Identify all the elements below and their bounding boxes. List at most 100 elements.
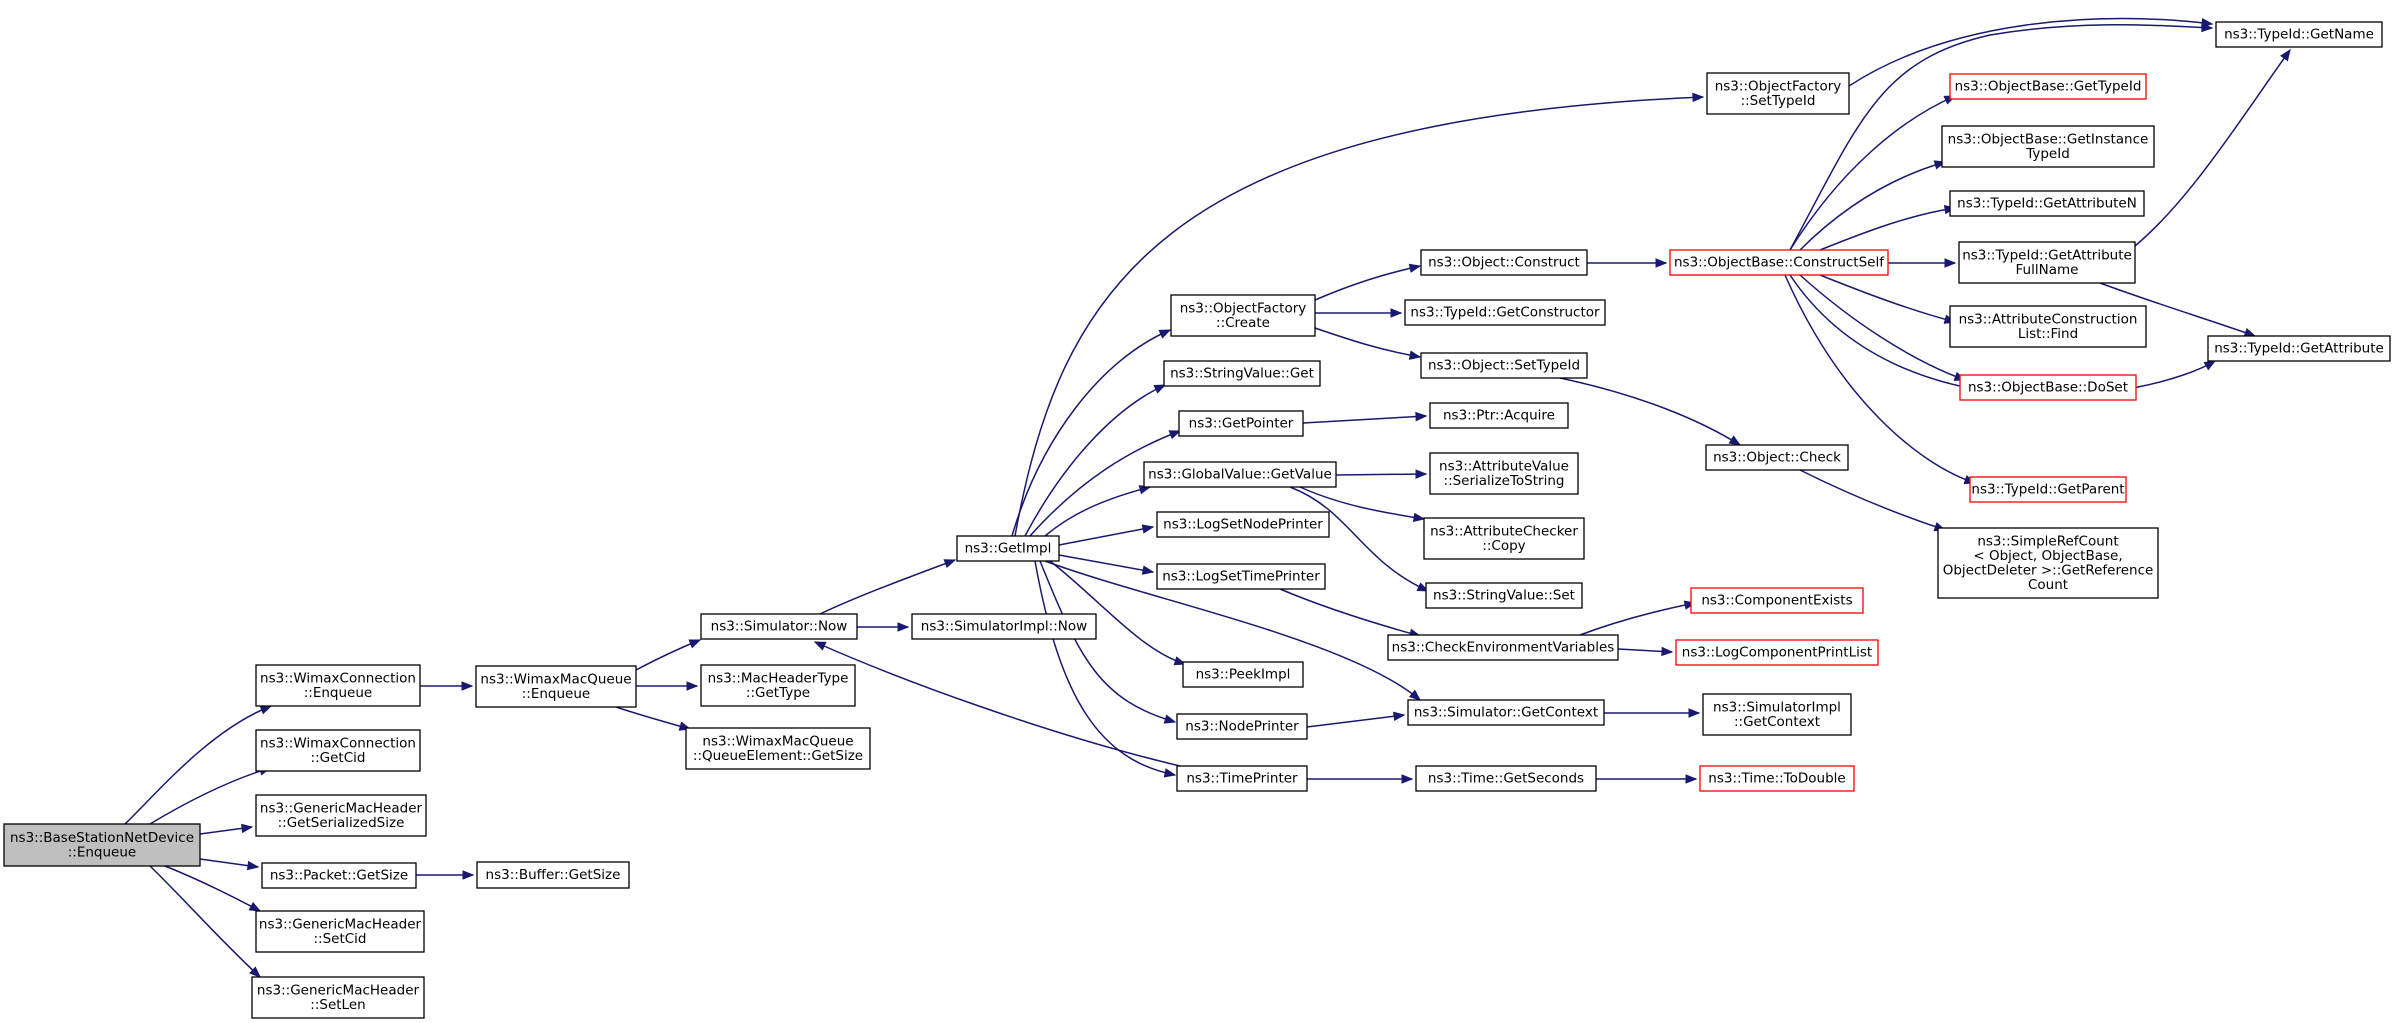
edge-arrowhead <box>686 681 699 691</box>
edge-line <box>1279 588 1421 637</box>
node-obj-check[interactable]: ns3::Object::Check <box>1705 444 1849 471</box>
edge-arrowhead <box>241 823 254 834</box>
node-buf-size[interactable]: ns3::Buffer::GetSize <box>476 861 630 889</box>
node-label: ns3::Simulator::Now <box>711 619 848 635</box>
edge-arrowhead <box>1163 768 1177 778</box>
node-simimpl-getctx[interactable]: ns3::SimulatorImpl::GetContext <box>1702 693 1852 736</box>
node-tid-getattr[interactable]: ns3::TypeId::GetAttribute <box>2207 335 2391 362</box>
node-time-getsec[interactable]: ns3::Time::GetSeconds <box>1415 765 1597 792</box>
call-edge-getimpl-to-lsnp <box>1058 524 1155 546</box>
node-wc-cid[interactable]: ns3::WimaxConnection::GetCid <box>255 729 421 772</box>
node-sv-set[interactable]: ns3::StringValue::Set <box>1425 582 1583 609</box>
call-edge-getimpl-to-of_create <box>1011 329 1172 537</box>
node-label: ns3::WimaxConnection <box>260 670 416 686</box>
node-peekimpl[interactable]: ns3::PeekImpl <box>1182 661 1304 688</box>
node-label: ns3::Simulator::GetContext <box>1414 705 1598 721</box>
call-edge-nodeprinter-to-sim_getctx <box>1306 711 1406 728</box>
node-getimpl[interactable]: ns3::GetImpl <box>956 535 1060 562</box>
node-of-create[interactable]: ns3::ObjectFactory::Create <box>1170 294 1316 337</box>
node-lsnp[interactable]: ns3::LogSetNodePrinter <box>1156 511 1330 538</box>
node-box <box>475 665 637 708</box>
call-edge-getimpl-to-lstp <box>1058 554 1155 575</box>
call-edge-getimpl-to-nodeprinter <box>1039 560 1177 724</box>
edge-line <box>1049 560 1186 665</box>
node-checkenv[interactable]: ns3::CheckEnvironmentVariables <box>1387 634 1619 661</box>
node-time-todouble[interactable]: ns3::Time::ToDouble <box>1699 765 1855 792</box>
node-simimpl-now[interactable]: ns3::SimulatorImpl::Now <box>911 613 1097 640</box>
node-box <box>1420 352 1588 379</box>
node-lstp[interactable]: ns3::LogSetTimePrinter <box>1156 563 1326 590</box>
node-tid-getctor[interactable]: ns3::TypeId::GetConstructor <box>1404 299 1606 326</box>
node-ac-copy[interactable]: ns3::AttributeChecker::Copy <box>1423 517 1585 560</box>
node-label: FullName <box>2016 262 2079 278</box>
node-getpointer[interactable]: ns3::GetPointer <box>1178 410 1304 437</box>
node-wmq-enq[interactable]: ns3::WimaxMacQueue::Enqueue <box>475 665 637 708</box>
edge-line <box>1848 17 2213 87</box>
node-logcompprint[interactable]: ns3::LogComponentPrintList <box>1675 639 1879 666</box>
node-nodeprinter[interactable]: ns3::NodePrinter <box>1176 713 1308 740</box>
call-edge-getimpl-to-getpointer <box>1029 430 1182 537</box>
edge-arrowhead <box>1692 92 1705 103</box>
call-edge-getimpl-to-gv_getvalue <box>1044 485 1152 537</box>
node-srefcount[interactable]: ns3::SimpleRefCount< Object, ObjectBase,… <box>1937 527 2159 599</box>
node-ptr-acquire[interactable]: ns3::Ptr::Acquire <box>1429 402 1569 429</box>
node-tid-getattrn[interactable]: ns3::TypeId::GetAttributeN <box>1949 190 2145 217</box>
edge-arrowhead <box>1158 329 1172 339</box>
node-label: ::QueueElement::GetSize <box>693 748 863 764</box>
edge-line <box>1011 329 1171 537</box>
node-box <box>1429 402 1569 429</box>
node-sim-now[interactable]: ns3::Simulator::Now <box>700 613 858 640</box>
node-timeprinter[interactable]: ns3::TimePrinter <box>1176 765 1308 792</box>
node-label: ::SerializeToString <box>1444 473 1565 489</box>
node-label: ns3::GlobalValue::GetValue <box>1148 467 1332 483</box>
node-sv-get[interactable]: ns3::StringValue::Get <box>1163 360 1321 387</box>
node-tid-getparent[interactable]: ns3::TypeId::GetParent <box>1969 476 2127 503</box>
node-obj-construct[interactable]: ns3::Object::Construct <box>1420 249 1588 276</box>
node-gv-getvalue[interactable]: ns3::GlobalValue::GetValue <box>1143 461 1337 488</box>
node-label: ns3::SimulatorImpl::Now <box>921 619 1087 635</box>
node-ob-gettypeid[interactable]: ns3::ObjectBase::GetTypeId <box>1949 73 2147 100</box>
node-tid-getname[interactable]: ns3::TypeId::GetName <box>2215 21 2383 48</box>
call-edge-ob_constructself-to-ob_doset <box>1799 274 1967 381</box>
node-pkt-size[interactable]: ns3::Packet::GetSize <box>261 862 417 889</box>
node-label: ns3::ObjectFactory <box>1715 78 1842 94</box>
node-root[interactable]: ns3::BaseStationNetDevice::Enqueue <box>3 823 201 867</box>
node-wc-enq[interactable]: ns3::WimaxConnection::Enqueue <box>255 664 421 707</box>
node-sim-getctx[interactable]: ns3::Simulator::GetContext <box>1407 699 1605 726</box>
node-box <box>476 861 630 889</box>
node-box <box>956 535 1060 562</box>
node-gmh-setlen[interactable]: ns3::GenericMacHeader::SetLen <box>251 976 425 1019</box>
node-box <box>1176 765 1308 792</box>
node-gmh-ser[interactable]: ns3::GenericMacHeader::GetSerializedSize <box>255 794 427 837</box>
edge-line <box>1789 95 1956 251</box>
node-label: ns3::TypeId::GetConstructor <box>1410 305 1600 321</box>
edge-line <box>1024 384 1166 537</box>
node-box <box>1387 634 1619 661</box>
edge-arrowhead <box>1416 582 1430 592</box>
node-label: ns3::Object::Check <box>1713 450 1841 466</box>
edge-line <box>1559 377 1741 446</box>
edge-arrowhead <box>1408 350 1422 360</box>
node-ob-doset[interactable]: ns3::ObjectBase::DoSet <box>1959 374 2137 401</box>
call-edge-tid_getattrfull-to-tid_getname <box>2134 48 2291 247</box>
edge-line <box>1299 486 1425 520</box>
edge-arrowhead <box>1944 258 1957 268</box>
call-edge-timeprinter-to-time_getsec <box>1307 774 1414 784</box>
node-label: ns3::TypeId::GetAttributeN <box>1957 196 2137 212</box>
node-gmh-setcid[interactable]: ns3::GenericMacHeader::SetCid <box>255 910 425 953</box>
node-mht[interactable]: ns3::MacHeaderType::GetType <box>700 664 856 707</box>
node-compexists[interactable]: ns3::ComponentExists <box>1690 587 1864 614</box>
node-of-settypeid[interactable]: ns3::ObjectFactory::SetTypeId <box>1706 72 1850 115</box>
node-qe-size[interactable]: ns3::WimaxMacQueue::QueueElement::GetSiz… <box>685 727 871 770</box>
node-av-ser[interactable]: ns3::AttributeValue::SerializeToString <box>1429 452 1579 495</box>
node-label: ns3::SimpleRefCount <box>1977 533 2118 549</box>
node-box <box>255 729 421 772</box>
edge-line <box>1029 430 1181 537</box>
node-obj-settypeid[interactable]: ns3::Object::SetTypeId <box>1420 352 1588 379</box>
node-ob-constructself[interactable]: ns3::ObjectBase::ConstructSelf <box>1669 249 1889 276</box>
node-box <box>261 862 417 889</box>
node-label: ns3::TypeId::GetAttribute <box>1962 247 2132 263</box>
